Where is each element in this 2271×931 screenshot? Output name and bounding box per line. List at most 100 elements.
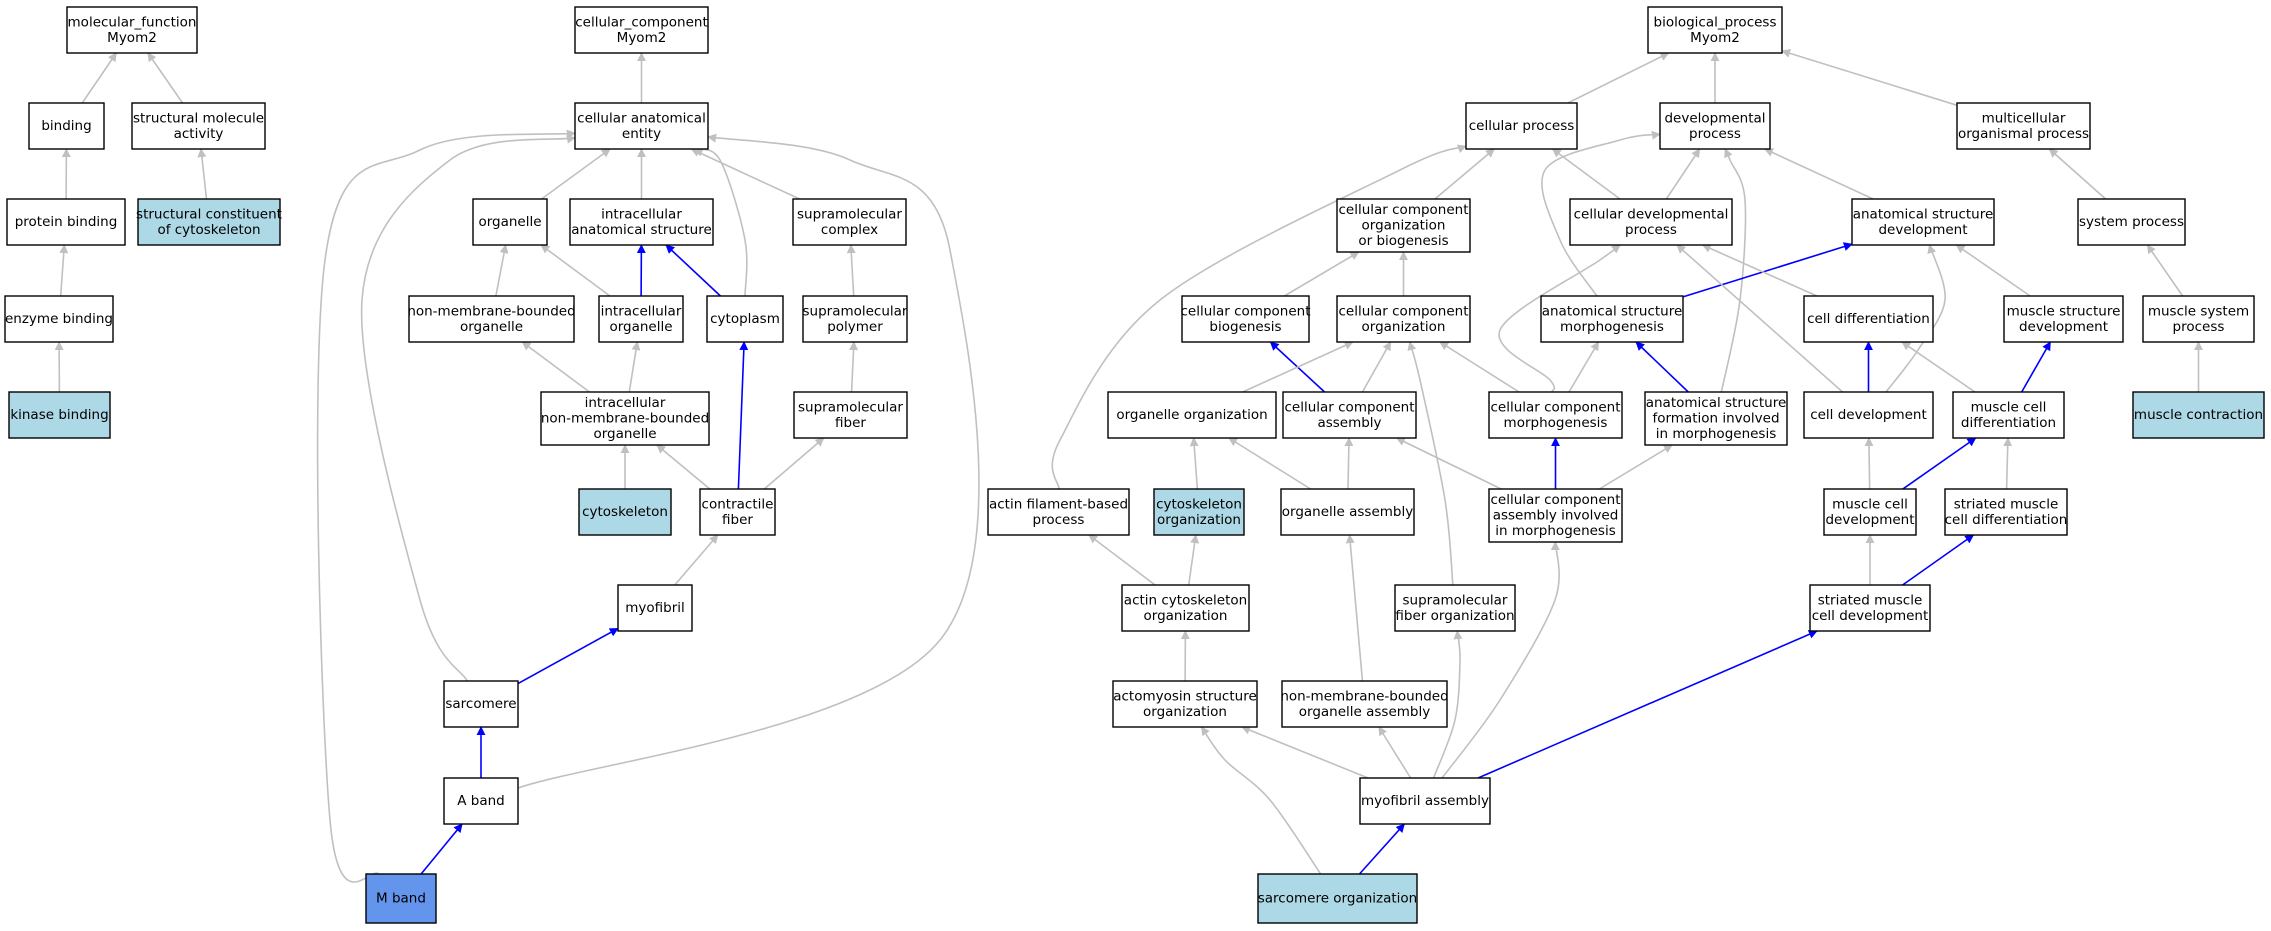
node-label: organelle organization (1116, 407, 1267, 423)
node-label: organization (1143, 704, 1227, 720)
node-box (2077, 198, 2186, 246)
node-box (28, 102, 105, 150)
node-box (1112, 680, 1258, 728)
node-label: organelle assembly (1299, 704, 1430, 720)
node-label: fiber (835, 415, 866, 431)
node-box (617, 584, 693, 632)
node-box (574, 102, 709, 150)
is-a-arrow (849, 341, 859, 393)
edge-cso-to-oo (1189, 437, 1199, 490)
node-label: supramolecular (802, 303, 907, 319)
edge-ccob-to-cp (1434, 148, 1495, 200)
is-a-arrow (1439, 341, 1520, 393)
node-box (574, 6, 709, 54)
edge-mcd-to-cd (1901, 341, 1976, 393)
node-label: process (2173, 319, 2225, 335)
edge-smp-to-smc (846, 244, 856, 297)
is-a-arrow (1241, 725, 1369, 779)
node-label: cell differentiation (1945, 512, 2068, 528)
node-label: M band (376, 891, 426, 907)
node-box (1181, 295, 1310, 343)
node-label: Myom2 (617, 30, 667, 46)
edge-sarcomere-to-myofibril (517, 627, 619, 685)
edge-afbp-to-cp (1051, 144, 1467, 490)
is-a-arrow (763, 437, 825, 490)
node-label: anatomical structure (571, 222, 712, 238)
node-label: cytoplasm (710, 311, 780, 327)
node-box (6, 198, 126, 246)
edge-cytoplasm-to-ias (665, 244, 722, 297)
node-box (1281, 680, 1448, 728)
node-label: process (1033, 512, 1085, 528)
node-box (1944, 488, 2068, 536)
node-label: activity (174, 126, 224, 142)
edge-asfm-to-asm (1635, 341, 1689, 393)
node-label: biological_process (1654, 14, 1777, 30)
is-a-arrow (1665, 148, 1701, 200)
node-label: or biogenesis (1358, 233, 1448, 249)
node-box (408, 295, 575, 343)
edge-ccaim-to-cca (1395, 437, 1502, 490)
node-box (472, 198, 548, 246)
edge-cca-to-cco (1361, 341, 1392, 393)
node-label: molecular_function (68, 14, 197, 30)
edge-sp-to-mop (2048, 148, 2107, 200)
edge-so-to-ma (1358, 823, 1405, 875)
node-box (365, 873, 437, 924)
node-label: non-membrane-bounded (1280, 688, 1448, 704)
is-a-arrow (1051, 144, 1467, 490)
node-label: fiber organization (1395, 608, 1514, 624)
edge-ma-to-aso (1241, 725, 1369, 779)
node-label: actomyosin structure (1113, 688, 1257, 704)
node-label: muscle system (2148, 303, 2249, 319)
node-label: organelle assembly (1282, 504, 1413, 520)
is-a-arrow (656, 444, 711, 490)
node-box (1488, 391, 1623, 439)
part-of-arrow (665, 244, 722, 297)
node-label: cell development (1810, 407, 1927, 423)
node-box (792, 198, 907, 246)
node-box (131, 102, 266, 150)
node-label: fiber (722, 512, 753, 528)
edge-cf-to-cytoplasm (737, 341, 749, 490)
is-a-arrow (1568, 341, 1600, 393)
node-box (1823, 488, 1917, 536)
node-label: in morphogenesis (1656, 426, 1777, 442)
is-a-arrow (1701, 244, 1818, 297)
node-label: protein binding (15, 214, 118, 230)
node-box (1851, 198, 1995, 246)
part-of-arrow (1682, 242, 1853, 298)
is-a-arrow (1189, 437, 1199, 490)
node-label: organismal process (1958, 126, 2089, 142)
node-label: cellular component (1180, 303, 1310, 319)
edges-layer (54, 48, 2203, 883)
node-box (1280, 488, 1415, 536)
is-a-arrow (1434, 148, 1495, 200)
node-cell-development: cell development (1803, 391, 1934, 439)
node-label: kinase binding (10, 407, 108, 423)
node-box (1107, 391, 1277, 439)
edge-organelle-to-cae (541, 148, 611, 200)
edge-ccb-to-ccob (1283, 251, 1360, 297)
node-kinase-binding: kinase binding (8, 391, 111, 439)
is-a-arrow (197, 148, 208, 200)
edge-mband-to-aband (420, 823, 463, 875)
node-box (1394, 584, 1516, 632)
edge-ma-to-ccaim (1441, 541, 1560, 779)
edge-asm-to-dp (1541, 130, 1661, 297)
node-label: biogenesis (1209, 319, 1281, 335)
is-a-arrow (495, 244, 509, 297)
is-a-arrow (1228, 437, 1312, 490)
is-a-arrow (540, 244, 611, 297)
node-cell-differentiation: cell differentiation (1803, 295, 1934, 343)
